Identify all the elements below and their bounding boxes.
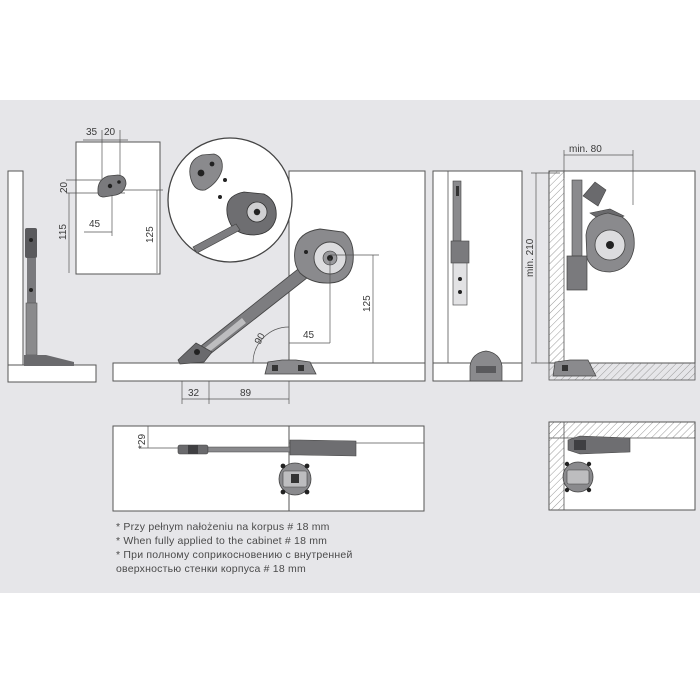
dim-min-80: min. 80 — [569, 144, 602, 155]
right-cabinet-panel — [432, 170, 523, 364]
plate-panel — [75, 141, 161, 275]
note-russian-2: оверхностью стенки корпуса # 18 mm — [116, 563, 306, 575]
dim-89: 89 — [240, 388, 252, 399]
top-view: *29 — [112, 425, 425, 512]
dim-125: 125 — [145, 226, 156, 243]
minimum-clearance-view: min. 80 min. 210 — [525, 144, 696, 381]
mounting-plate-detail: 35 20 20 115 45 125 — [58, 127, 163, 275]
note-english: * When fully applied to the cabinet # 18… — [116, 535, 328, 547]
top-view-panel-right — [288, 425, 425, 512]
stay-mechanism-min — [552, 179, 635, 377]
cabinet-side-panel — [7, 170, 24, 366]
left-side-view — [7, 170, 97, 383]
dim-115: 115 — [58, 224, 69, 240]
stay-front-profile — [450, 180, 503, 382]
top-view-panel-left — [112, 425, 290, 512]
hatched-side-wall — [548, 170, 565, 364]
dim-20-top: 20 — [104, 127, 116, 138]
dim-32: 32 — [188, 388, 200, 399]
dim-45: 45 — [89, 219, 101, 230]
cabinet-bottom-panel — [7, 364, 97, 383]
main-mounting-view: 90 45 125 32 89 — [112, 170, 426, 404]
angle-arc — [252, 326, 290, 364]
dim-min-210: min. 210 — [525, 238, 536, 277]
note-polish: * Przy pełnym nałożeniu na korpus # 18 m… — [116, 521, 330, 533]
right-side-view — [432, 170, 523, 382]
dim-90: 90 — [253, 331, 268, 346]
detail-magnifier — [167, 137, 293, 263]
stay-side-profile — [24, 228, 74, 366]
dim-125-main: 125 — [362, 295, 373, 312]
dim-35: 35 — [86, 127, 98, 138]
note-russian-1: * При полному соприкосновению с внутренн… — [116, 549, 353, 561]
dim-star-29: *29 — [137, 434, 148, 449]
top-view-detail-right — [548, 421, 696, 511]
dim-45-main: 45 — [303, 330, 315, 341]
dim-20-side: 20 — [59, 181, 70, 193]
stay-top-view — [177, 439, 357, 496]
